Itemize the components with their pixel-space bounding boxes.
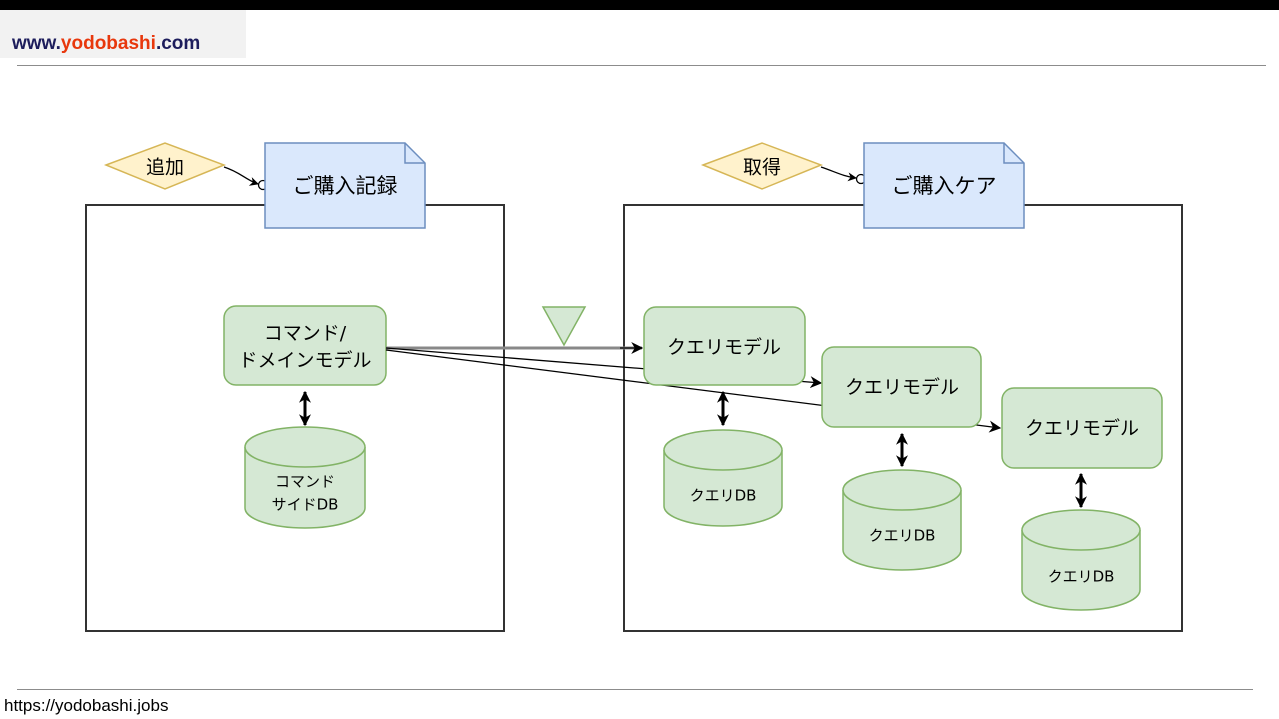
purchase-record-label: ご購入記録 xyxy=(293,174,398,198)
query-model-3[interactable]: クエリモデル xyxy=(1001,387,1163,469)
command-db-label-line1: コマンド xyxy=(275,473,335,491)
logo-prefix: www. xyxy=(12,33,61,54)
query-db-2[interactable]: クエリDB xyxy=(842,469,962,571)
command-side-container xyxy=(85,204,505,632)
query-db-3[interactable]: クエリDB xyxy=(1021,509,1141,611)
footer-url-link[interactable]: https://yodobashi.jobs xyxy=(4,696,169,715)
get-trigger-label: 取得 xyxy=(743,157,781,179)
query-model-1-label: クエリモデル xyxy=(667,337,781,359)
command-model-label-line2: ドメインモデル xyxy=(238,350,371,372)
header-divider xyxy=(17,65,1266,66)
logo-name: yodobashi xyxy=(60,33,156,54)
query-db-1[interactable]: クエリDB xyxy=(663,429,783,527)
logo-suffix: .com xyxy=(155,33,201,54)
site-logo[interactable]: www.yodobashi.com xyxy=(12,33,200,55)
command-domain-model[interactable]: コマンド/ ドメインモデル xyxy=(223,305,387,386)
query-model-2[interactable]: クエリモデル xyxy=(821,346,982,428)
event-triangle-icon xyxy=(541,306,587,347)
purchase-care-interface[interactable]: ご購入ケア xyxy=(863,142,1025,229)
command-side-db[interactable]: コマンド サイドDB xyxy=(244,426,366,529)
command-model-label-line1: コマンド/ xyxy=(264,323,347,345)
command-db-label-line2: サイドDB xyxy=(272,496,339,514)
footer-divider xyxy=(17,689,1253,690)
get-connector xyxy=(820,166,857,182)
add-connector xyxy=(223,166,259,186)
query-model-2-label: クエリモデル xyxy=(845,377,959,399)
add-trigger[interactable]: 追加 xyxy=(103,142,227,190)
logo-tab[interactable]: www.yodobashi.com xyxy=(0,10,246,58)
query-model-1[interactable]: クエリモデル xyxy=(643,306,806,386)
top-black-bar xyxy=(0,0,1279,10)
add-trigger-label: 追加 xyxy=(146,157,184,179)
purchase-record-interface[interactable]: ご購入記録 xyxy=(264,142,426,229)
query-model-3-label: クエリモデル xyxy=(1025,418,1139,440)
query-db-3-label: クエリDB xyxy=(1048,568,1115,586)
purchase-care-label: ご購入ケア xyxy=(892,174,997,198)
query-db-1-label: クエリDB xyxy=(690,487,757,505)
get-trigger[interactable]: 取得 xyxy=(700,142,824,190)
query-db-2-label: クエリDB xyxy=(869,527,936,545)
